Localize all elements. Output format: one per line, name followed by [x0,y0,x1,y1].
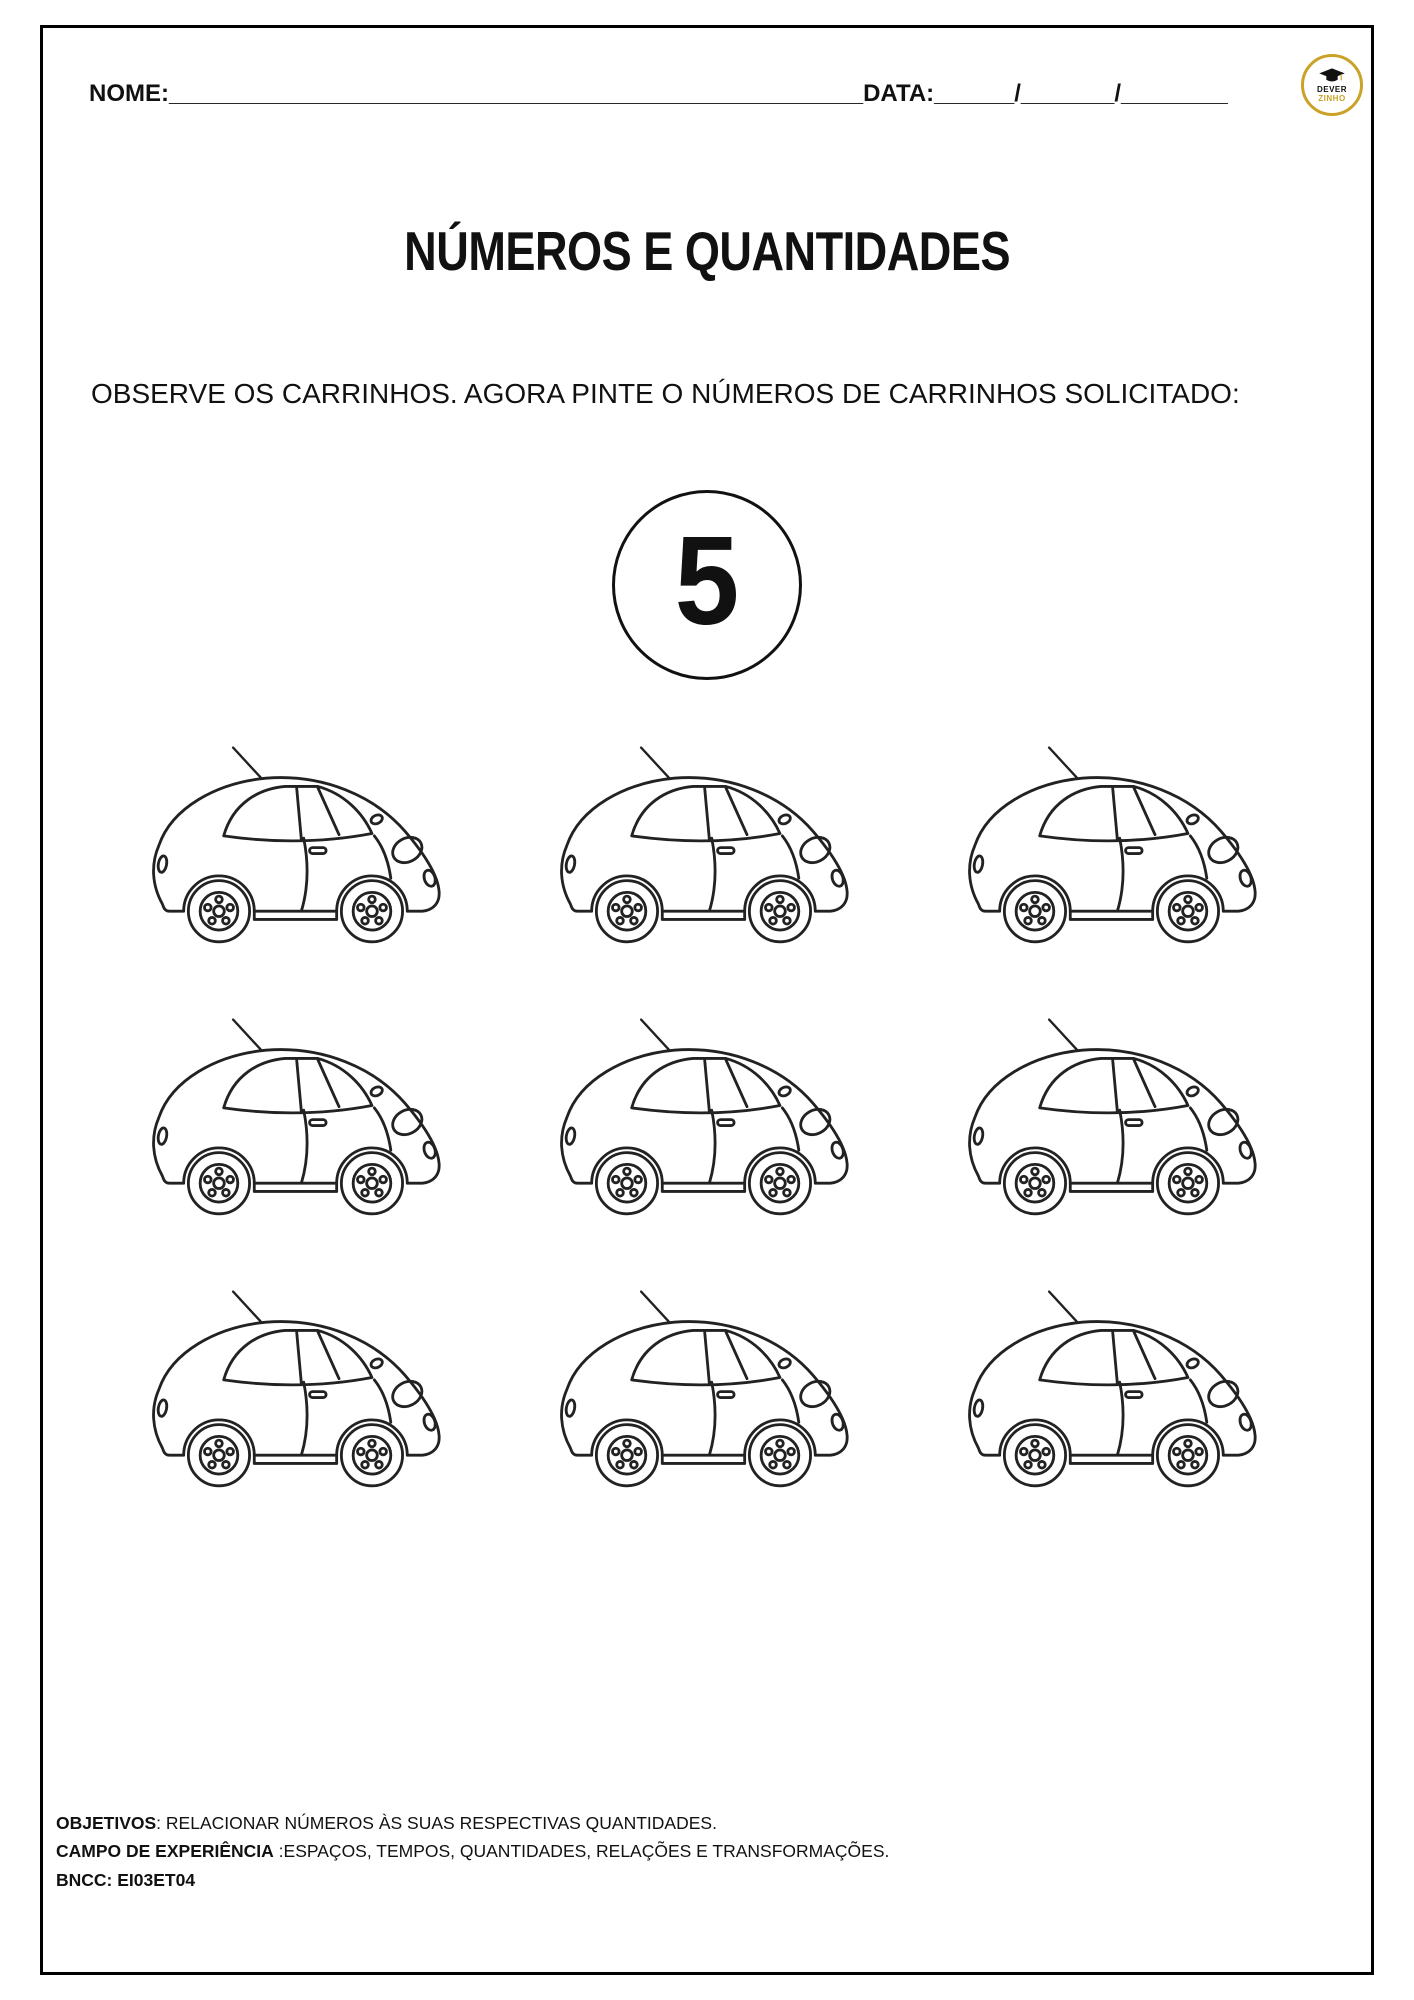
footer-objectives-line: OBJETIVOS: RELACIONAR NÚMEROS ÀS SUAS RE… [56,1809,1358,1837]
car-item[interactable] [554,1016,860,1228]
car-grid [43,744,1371,1500]
date-blank-line[interactable]: ______/_______/________ [934,80,1228,107]
beetle-car-icon [962,744,1268,956]
beetle-car-icon [554,744,860,956]
footer: OBJETIVOS: RELACIONAR NÚMEROS ÀS SUAS RE… [43,1809,1371,1972]
logo-text-line2: ZINHO [1318,94,1346,103]
graduation-cap-icon [1319,68,1345,82]
beetle-car-icon [554,1016,860,1228]
footer-objectives-label: OBJETIVOS [56,1812,157,1833]
beetle-car-icon [146,1288,452,1500]
target-number-circle: 5 [612,490,802,680]
name-blank-line[interactable]: ________________________________________… [169,80,864,107]
name-label: NOME: [89,80,169,107]
beetle-car-icon [554,1288,860,1500]
instruction-text: OBSERVE OS CARRINHOS. AGORA PINTE O NÚME… [91,378,1240,409]
car-item[interactable] [962,744,1268,956]
footer-bncc-line: BNCC: EI03ET04 [56,1869,196,1890]
footer-field-text: :ESPAÇOS, TEMPOS, QUANTIDADES, RELAÇÕES … [273,1841,890,1862]
date-label: DATA: [863,80,935,107]
target-number: 5 [674,509,740,651]
car-item[interactable] [962,1016,1268,1228]
header: NOME:___________________________________… [43,28,1371,108]
worksheet-title: NÚMEROS E QUANTIDADES [404,220,1010,282]
logo-text-line1: DEVER [1316,84,1348,94]
car-item[interactable] [554,744,860,956]
deverzinho-logo: DEVER ZINHO [1301,54,1363,116]
worksheet-page: NOME:___________________________________… [40,25,1374,1975]
footer-field-label: CAMPO DE EXPERIÊNCIA [56,1841,274,1862]
car-item[interactable] [554,1288,860,1500]
beetle-car-icon [146,744,452,956]
beetle-car-icon [962,1016,1268,1228]
car-item[interactable] [146,744,452,956]
footer-objectives-text: : RELACIONAR NÚMEROS ÀS SUAS RESPECTIVAS… [156,1812,717,1833]
beetle-car-icon [146,1016,452,1228]
car-item[interactable] [146,1288,452,1500]
footer-field-line: CAMPO DE EXPERIÊNCIA :ESPAÇOS, TEMPOS, Q… [56,1837,1358,1865]
car-item[interactable] [962,1288,1268,1500]
beetle-car-icon [962,1288,1268,1500]
car-item[interactable] [146,1016,452,1228]
